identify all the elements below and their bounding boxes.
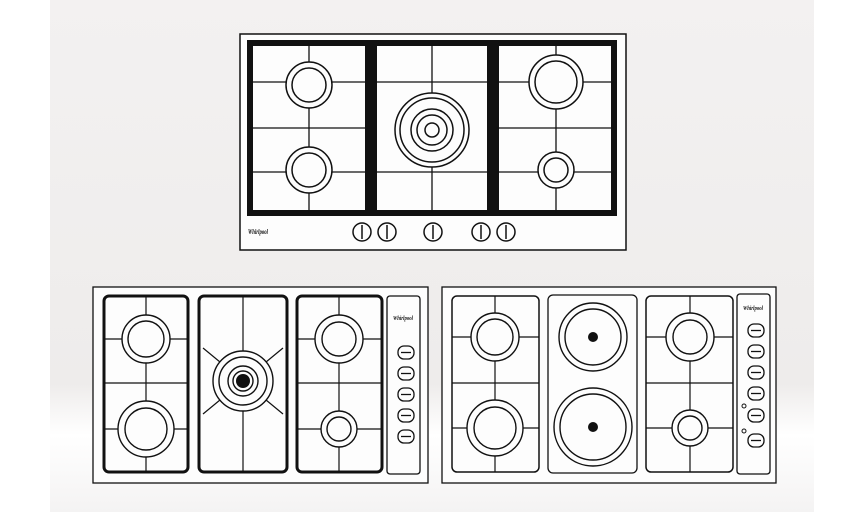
burner-br-left-front xyxy=(466,399,524,457)
hotplate-center xyxy=(588,422,598,432)
burner-top-wok xyxy=(394,92,470,168)
burner-bl-right-rear xyxy=(314,314,364,364)
hob-bottom-right xyxy=(441,286,777,484)
indicator-lights xyxy=(741,403,747,434)
burner-bl-right-front xyxy=(320,410,358,448)
knob[interactable] xyxy=(747,433,765,448)
knob[interactable] xyxy=(747,344,765,359)
knob[interactable] xyxy=(496,222,516,242)
knob[interactable] xyxy=(397,408,415,423)
burner-cap xyxy=(236,374,250,388)
brand-logo-br: Whirlpool xyxy=(743,306,763,312)
knob[interactable] xyxy=(471,222,491,242)
burner-top-right-front xyxy=(537,151,575,189)
knob[interactable] xyxy=(747,386,765,401)
burner-top-left-front xyxy=(285,146,333,194)
burner-bl-left-rear xyxy=(121,314,171,364)
knobs-top xyxy=(352,222,516,242)
hob-top xyxy=(239,33,627,251)
burner-bl-left-front xyxy=(117,400,175,458)
knob[interactable] xyxy=(352,222,372,242)
knob[interactable] xyxy=(747,408,765,423)
hob-bottom-left xyxy=(92,286,429,484)
burner-br-left-rear xyxy=(470,312,520,362)
knob[interactable] xyxy=(747,323,765,338)
knob[interactable] xyxy=(397,366,415,381)
knob[interactable] xyxy=(397,429,415,444)
burner-top-left-rear xyxy=(285,61,333,109)
knobs-br xyxy=(747,323,765,448)
knob[interactable] xyxy=(423,222,443,242)
knob[interactable] xyxy=(397,345,415,360)
hotplate-center xyxy=(588,332,598,342)
burner-br-right-rear xyxy=(665,312,715,362)
knobs-bl xyxy=(397,345,415,444)
control-strip-bl xyxy=(386,295,421,475)
knob[interactable] xyxy=(377,222,397,242)
burner-br-right-front xyxy=(671,409,709,447)
indicator-light xyxy=(741,428,747,434)
brand-logo-top: Whirlpool xyxy=(248,228,268,236)
hotplate-panel xyxy=(547,294,638,474)
knob[interactable] xyxy=(747,365,765,380)
burner-top-right-rear xyxy=(528,54,584,110)
brand-logo-bl: Whirlpool xyxy=(393,316,413,322)
indicator-light xyxy=(741,403,747,409)
knob[interactable] xyxy=(397,387,415,402)
